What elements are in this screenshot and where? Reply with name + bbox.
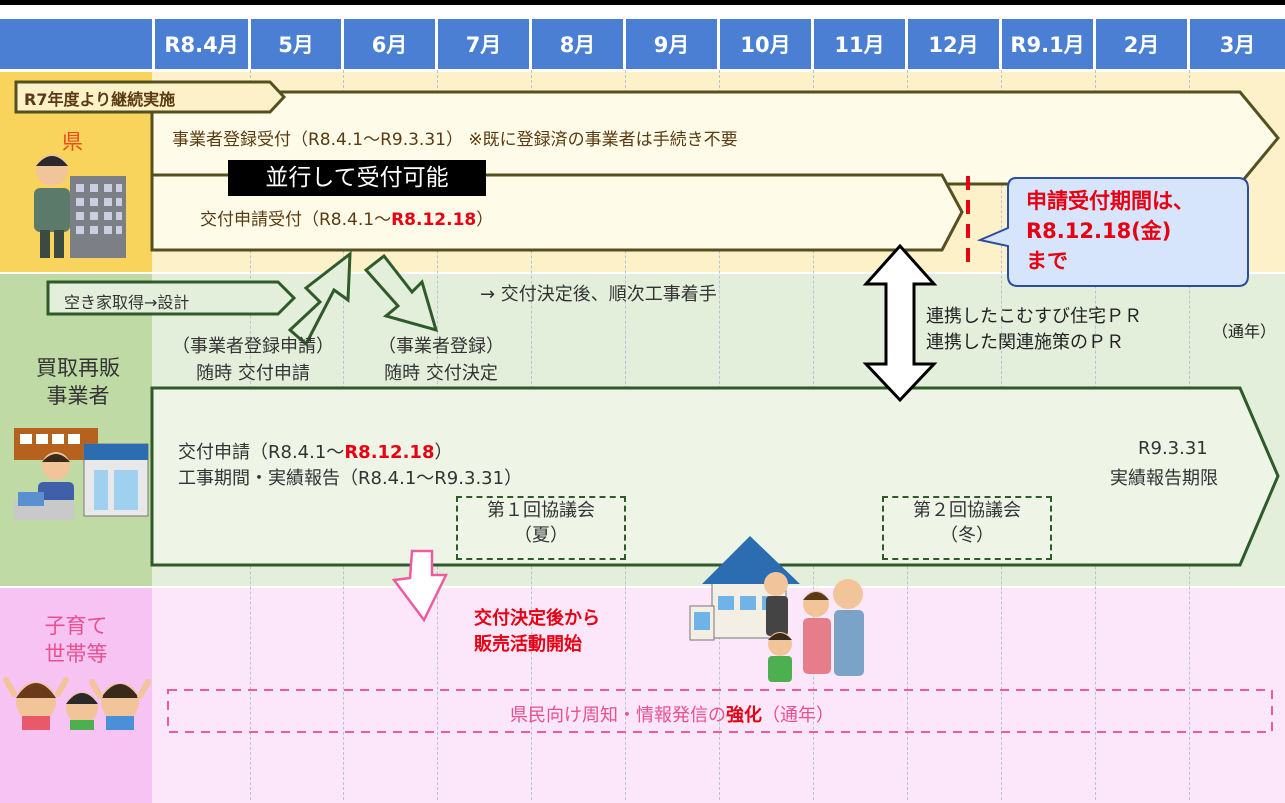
month-header: 6月	[344, 19, 435, 69]
month-header: R8.4月	[155, 19, 248, 69]
r7-tag: R7年度より継続実施	[24, 90, 176, 109]
acquire-tag-shape	[46, 280, 297, 316]
grant-label: 交付申請受付（R8.4.1～R8.12.18）	[200, 210, 494, 230]
deadline-callout-shape	[976, 177, 1249, 287]
pr-line-1: 連携したこむすび住宅ＰＲ	[926, 306, 1142, 327]
month-header: 9月	[626, 19, 717, 69]
notice-label: 県民向け周知・情報発信の強化（通年）	[510, 705, 834, 726]
step-apply: （事業者登録申請） 随時 交付申請	[172, 336, 334, 384]
household-band	[0, 588, 1285, 803]
council-1: 第１回協議会 （夏）	[456, 496, 626, 560]
header-corner	[0, 19, 152, 69]
acquire-tag: 空き家取得→設計	[64, 293, 190, 312]
month-header: 10月	[720, 19, 811, 69]
top-rule	[0, 0, 1285, 5]
parallel-badge: 並行して受付可能	[228, 160, 486, 196]
report-deadline-date: R9.3.31	[1138, 438, 1208, 459]
official-icon	[34, 154, 126, 258]
month-header: 3月	[1190, 19, 1285, 69]
sales-start-label: 交付決定後から 販売活動開始	[474, 608, 600, 655]
month-header: 11月	[814, 19, 905, 69]
month-header: 5月	[251, 19, 341, 69]
month-header: 2月	[1096, 19, 1187, 69]
month-header: 8月	[532, 19, 623, 69]
registration-label: 事業者登録受付（R8.4.1～R9.3.31） ※既に登録済の事業者は手続き不要	[172, 130, 738, 150]
pr-double-arrow	[862, 243, 938, 403]
pr-note: （通年）	[1212, 322, 1277, 341]
real-estate-office-icon	[14, 428, 149, 520]
sales-down-arrow	[391, 549, 449, 623]
reseller-lane-label: 買取再販 事業者	[36, 356, 120, 408]
council-2: 第２回協議会 （冬）	[882, 496, 1052, 560]
children-icon	[3, 677, 151, 730]
deadline-callout: 申請受付期間は、 R8.12.18(金) まで	[1026, 189, 1194, 273]
decision-down-arrow	[363, 253, 439, 333]
pr-line-2: 連携した関連施策のＰＲ	[926, 332, 1124, 353]
month-header: R9.1月	[1002, 19, 1093, 69]
work-period-label: 工事期間・実績報告（R8.4.1～R9.3.31）	[178, 468, 523, 489]
reseller-arrow	[150, 386, 1280, 567]
apply-up-arrow	[287, 250, 352, 347]
step-decision: （事業者登録） 随時 交付決定	[378, 336, 504, 384]
household-lane-label: 子育て 世帯等	[44, 614, 108, 666]
report-deadline-label: 実績報告期限	[1110, 468, 1218, 489]
month-header: 12月	[908, 19, 999, 69]
notice-box	[167, 689, 1273, 733]
prefecture-lane-label: 県	[62, 130, 83, 154]
after-decision-label: → 交付決定後、順次工事着手	[480, 284, 717, 305]
r7-tag-shape	[14, 80, 287, 114]
reseller-apply-label: 交付申請（R8.4.1～R8.12.18）	[178, 442, 453, 463]
family-house-icon	[689, 536, 864, 682]
month-header: 7月	[438, 19, 529, 69]
